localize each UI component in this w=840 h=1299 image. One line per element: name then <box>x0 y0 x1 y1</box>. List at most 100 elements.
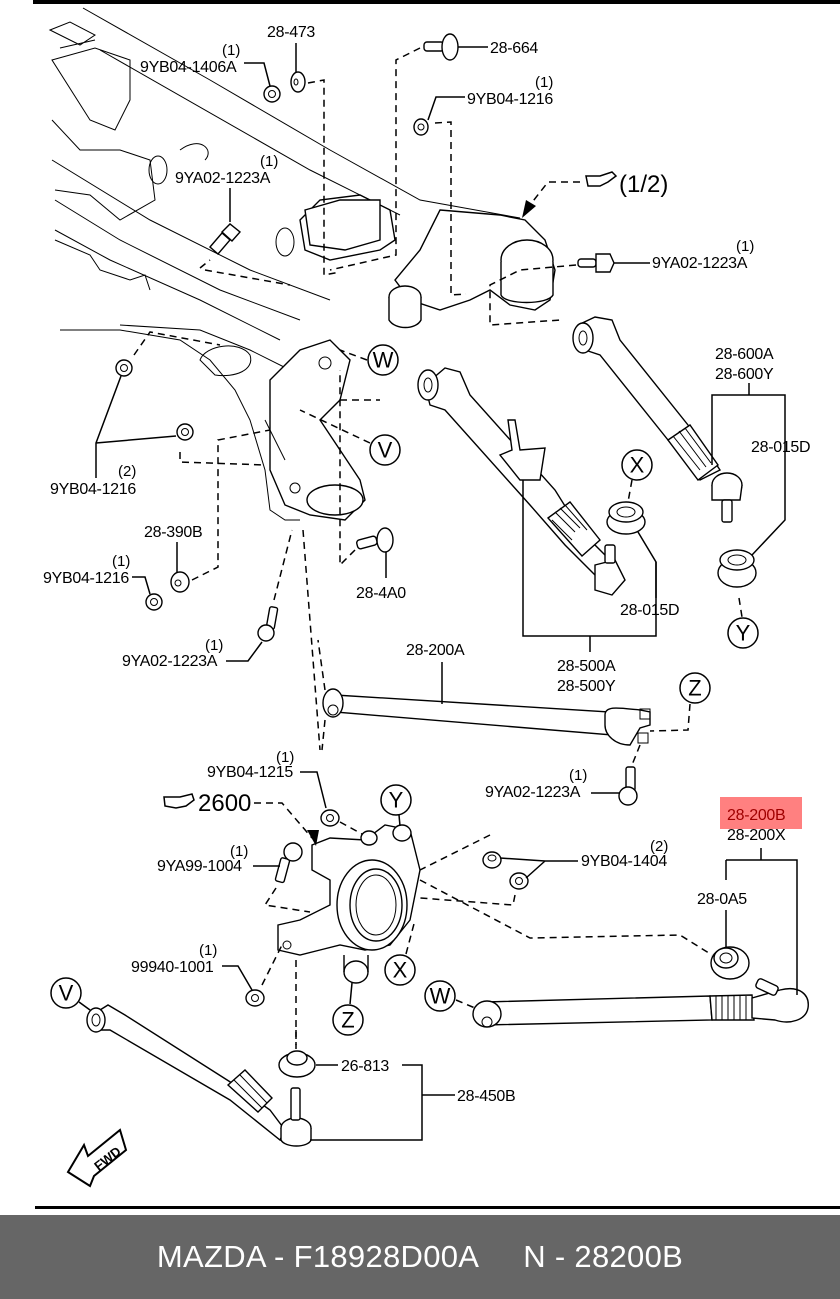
footer-brand-part-number: MAZDA - F18928D00A <box>156 1239 480 1274</box>
callout-y-right: Y <box>727 617 759 649</box>
label-26-813: 26-813 <box>341 1058 389 1075</box>
dash-9ya99-1004 <box>263 887 311 913</box>
dash-28-473 <box>307 79 341 276</box>
fwd-arrow-icon: FWD <box>66 1128 128 1188</box>
label-9yb04-1215: 9YB04-1215 <box>207 764 293 781</box>
qty-99940-1001: (1) <box>199 942 217 959</box>
rear-link-28-450b <box>86 1004 312 1147</box>
label-28-200b: 28-200B <box>727 807 785 824</box>
qty-9ya02-1223a-b: (1) <box>736 238 754 255</box>
ref-arrow-2600 <box>307 830 319 846</box>
top-border <box>33 0 840 4</box>
label-28-600y: 28-600Y <box>715 366 774 383</box>
qty-9yb04-1216-low: (1) <box>112 553 130 570</box>
boot-28-450b <box>226 1069 273 1113</box>
qty-9yb04-1215: (1) <box>276 749 294 766</box>
label-28-473: 28-473 <box>267 24 315 41</box>
ball-joint-28-450b <box>280 1087 312 1147</box>
dash-99940-1001 <box>261 944 297 1045</box>
dash-28-664 <box>329 47 421 271</box>
label-28-200x: 28-200X <box>727 827 786 844</box>
pointing-hand-icon <box>585 171 618 187</box>
leader-y-knuckle <box>398 814 401 827</box>
svg-text:W: W <box>430 984 451 1009</box>
svg-text:X: X <box>393 958 408 983</box>
qty-9ya99-1004: (1) <box>230 843 248 860</box>
bottom-border <box>35 1206 840 1209</box>
bolt-28-664 <box>423 33 459 61</box>
callout-x-knuckle: X <box>384 954 416 986</box>
ref-1-2: (1/2) <box>619 171 668 198</box>
callout-z-mid: Z <box>679 672 711 704</box>
dash-28-390b <box>191 429 271 581</box>
label-28-015d-right: 28-015D <box>751 439 810 456</box>
svg-text:Z: Z <box>688 676 701 701</box>
svg-text:V: V <box>59 981 74 1006</box>
lower-link-28-200b <box>472 978 809 1028</box>
ball-joint-28-500a <box>594 544 626 596</box>
boot-28-600a <box>667 424 719 481</box>
nut-9yb04-1215 <box>320 809 340 827</box>
callout-w-top: W <box>367 344 399 376</box>
qty-9yb04-1406a: (1) <box>222 42 240 59</box>
callout-x-mid: X <box>621 449 653 481</box>
dash-9ya02-1223a-a <box>199 259 291 286</box>
leader-v-bottom <box>78 1001 91 1011</box>
washer-28-473 <box>290 71 306 93</box>
dash-w-bottom <box>455 999 476 1009</box>
nut-26-813 <box>278 1050 316 1078</box>
nut-9yb04-1216-mid-a <box>115 359 133 377</box>
dash-y-right <box>738 597 743 618</box>
callout-v-top: V <box>369 434 401 466</box>
washer-28-390b <box>170 571 190 593</box>
ball-joint-28-200b <box>751 978 809 1023</box>
footer-bar: MAZDA - F18928D00A N - 28200B <box>0 1215 840 1299</box>
label-28-0a5: 28-0A5 <box>697 891 747 908</box>
label-28-390b: 28-390B <box>144 524 202 541</box>
callout-w-bottom: W <box>424 980 456 1012</box>
label-28-500a: 28-500A <box>557 658 616 675</box>
dash-9yb04-1216-mid <box>133 331 266 466</box>
dash-9ya02-1223a-d <box>631 744 641 766</box>
bolt-9ya02-1223a-a <box>209 223 242 255</box>
label-28-450b: 28-450B <box>457 1088 515 1105</box>
dash-28-200a <box>317 639 326 751</box>
nut-9yb04-1404-a <box>482 851 502 869</box>
leader-28-015d-x <box>637 531 657 598</box>
ball-joint-28-600a <box>711 472 743 523</box>
label-9ya02-1223a-c: 9YA02-1223A <box>122 653 218 670</box>
svg-text:W: W <box>373 348 394 373</box>
leader-z-knuckle <box>349 982 353 1005</box>
label-9yb04-1216-top: 9YB04-1216 <box>467 91 553 108</box>
dash-2600 <box>254 802 313 839</box>
dash-v-top <box>299 409 371 444</box>
svg-text:V: V <box>378 438 393 463</box>
label-9ya02-1223a-d: 9YA02-1223A <box>485 784 581 801</box>
bracket-28-600a <box>711 394 786 556</box>
qty-9yb04-1404: (2) <box>650 838 668 855</box>
dash-9yb04-1404 <box>419 834 713 956</box>
nut-9yb04-1216-low <box>145 593 163 611</box>
label-28-015d-mid: 28-015D <box>620 602 679 619</box>
toe-link-28-600a <box>572 316 743 523</box>
label-9ya02-1223a-a: 9YA02-1223A <box>175 170 271 187</box>
dash-z-mid <box>649 703 691 732</box>
dash-9ya02-1223a-b <box>489 264 577 326</box>
dash-x-mid <box>627 479 633 503</box>
svg-text:Y: Y <box>736 621 751 646</box>
qty-9ya02-1223a-c: (1) <box>205 637 223 654</box>
lateral-link-28-500a <box>417 367 626 596</box>
nut-9yb04-1404-b <box>509 872 529 890</box>
dash-x-knuckle <box>405 919 416 955</box>
bolt-9ya02-1223a-c <box>257 606 279 642</box>
svg-text:Y: Y <box>389 788 404 813</box>
label-9yb04-1404: 9YB04-1404 <box>581 853 667 870</box>
label-9ya02-1223a-b: 9YA02-1223A <box>652 255 748 272</box>
nut-9yb04-1406a <box>263 85 281 103</box>
leader-9yb04-1216-mid <box>95 375 177 478</box>
dust-boot-28-0a5 <box>710 946 750 980</box>
leader-9yb04-1216-low <box>132 576 151 595</box>
label-99940-1001: 99940-1001 <box>131 959 214 976</box>
upper-link-28-200a <box>322 688 651 746</box>
callout-v-bottom: V <box>50 977 82 1009</box>
